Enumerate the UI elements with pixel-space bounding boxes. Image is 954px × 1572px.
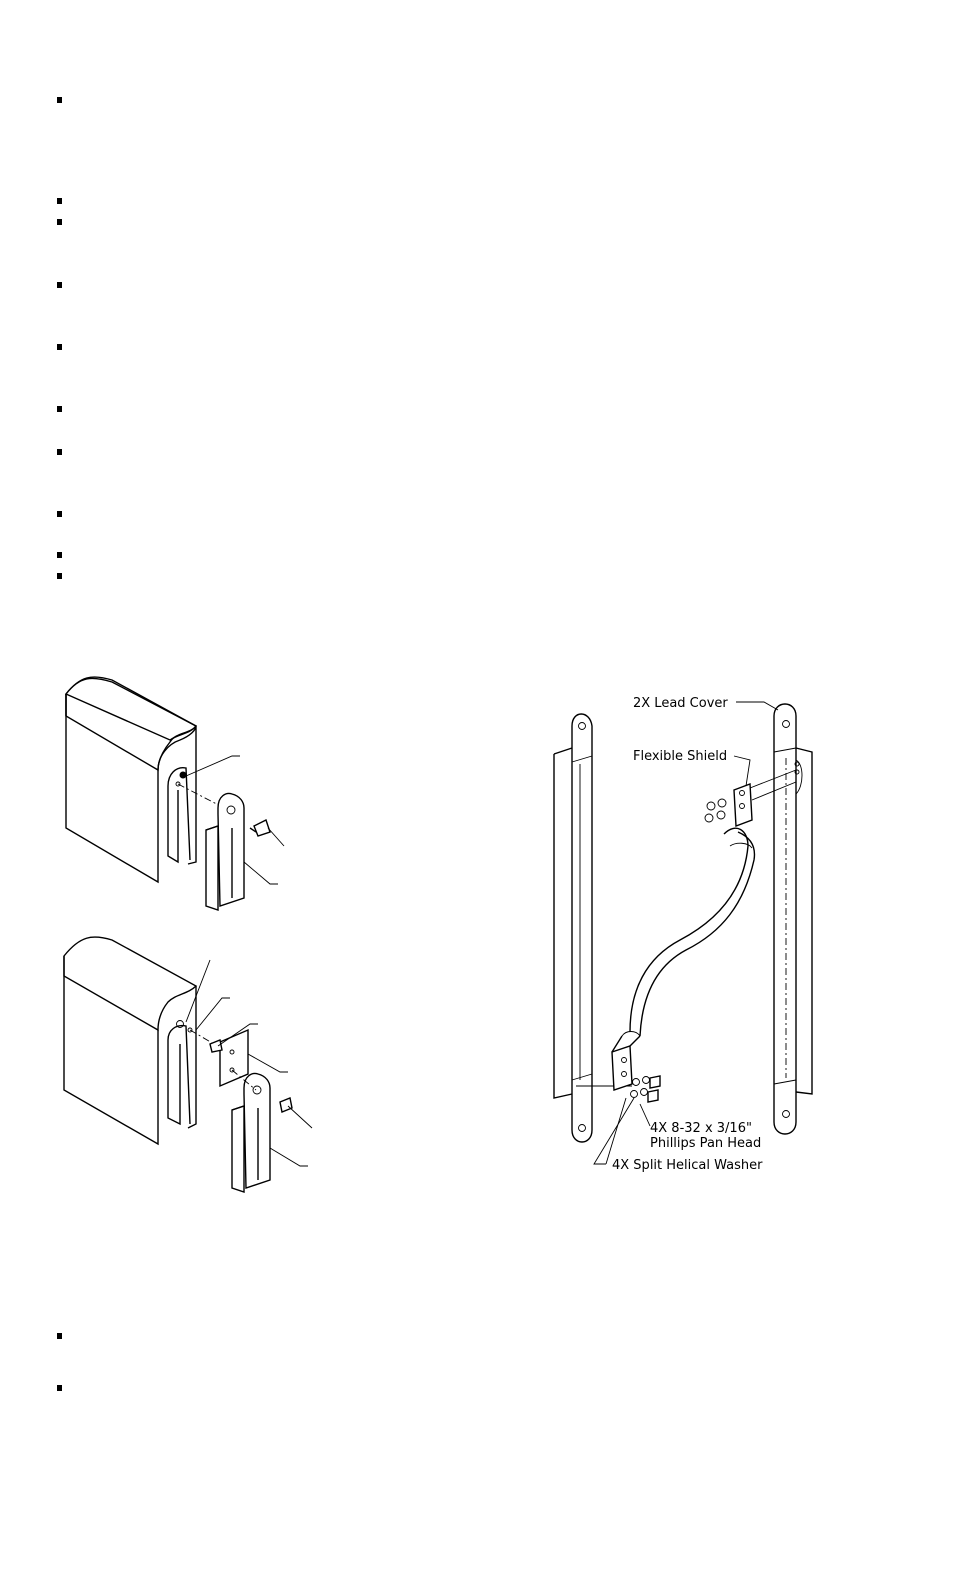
bullet-marker (57, 511, 62, 517)
bullet-marker (57, 1385, 62, 1391)
bullet-marker (57, 282, 62, 288)
bullet-marker (57, 449, 62, 455)
screw-spec-label: 4X 8-32 x 3/16" (650, 1121, 752, 1136)
bullet-marker (57, 573, 62, 579)
washer-label: 4X Split Helical Washer (612, 1158, 763, 1173)
bullet-marker (57, 1333, 62, 1339)
bullet-marker (57, 219, 62, 225)
flexible-shield-label: Flexible Shield (633, 749, 727, 764)
bullet-marker (57, 198, 62, 204)
bullet-marker (57, 344, 62, 350)
bullet-marker (57, 97, 62, 103)
bullet-marker (57, 552, 62, 558)
bullet-marker (57, 406, 62, 412)
screw-head-label: Phillips Pan Head (650, 1136, 761, 1151)
lead-cover-label: 2X Lead Cover (633, 696, 728, 711)
